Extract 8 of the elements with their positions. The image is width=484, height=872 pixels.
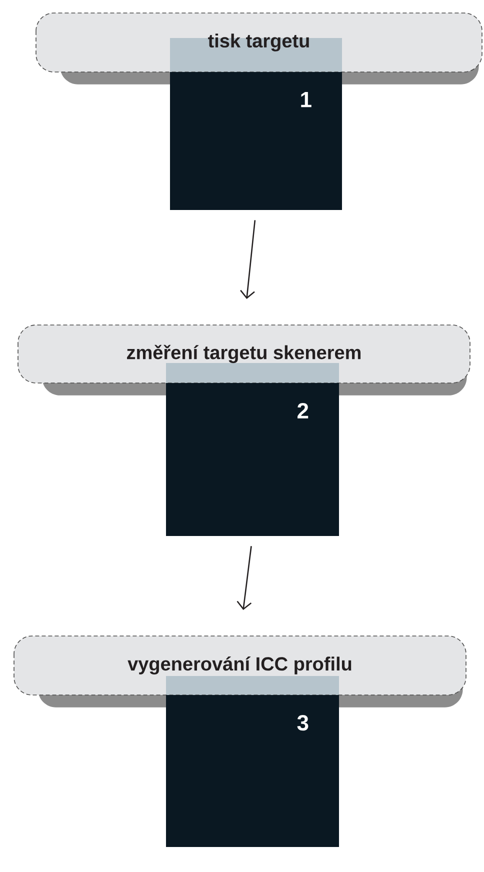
arrow xyxy=(236,546,252,610)
step-picture: 2 xyxy=(166,383,339,536)
step-picture: 3 xyxy=(166,695,339,847)
step-band: vygenerování ICC profilu xyxy=(14,636,466,708)
step-picture: 1 xyxy=(170,72,342,210)
arrow xyxy=(240,220,256,299)
step-band: změření targetu skenerem xyxy=(18,324,470,396)
step-band: tisk targetu xyxy=(36,12,482,84)
